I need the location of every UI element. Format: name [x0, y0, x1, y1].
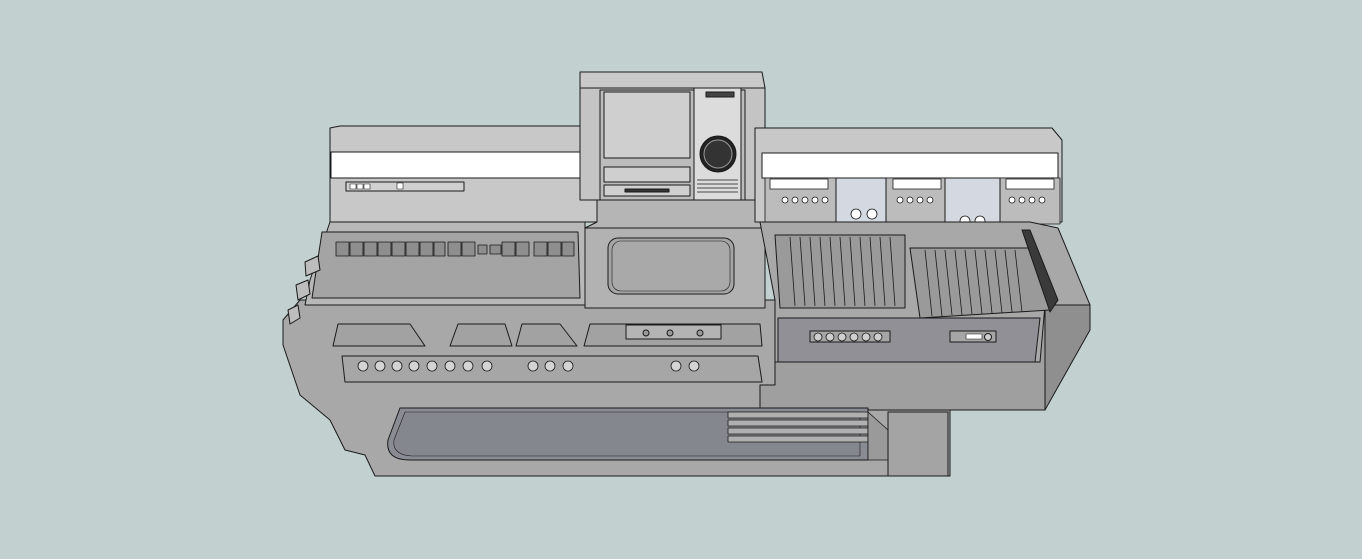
right-mixer-module	[754, 127, 1091, 363]
speaker-cone-inner	[703, 139, 733, 169]
drawer-slot	[624, 188, 670, 193]
left-meter-display	[330, 151, 582, 179]
center-monitor-tower	[579, 71, 766, 309]
tower-top	[579, 71, 766, 89]
drawer-upper	[603, 166, 691, 183]
left-button-row	[335, 241, 575, 257]
left-front-knobs	[642, 329, 704, 337]
speaker-label	[705, 91, 735, 98]
left-status-leds	[349, 182, 404, 190]
right-io-slot	[965, 333, 983, 340]
base-plinth-right	[887, 411, 949, 477]
right-meter-display	[761, 152, 1059, 179]
fader-slots-right	[924, 249, 1023, 317]
left-side-tabs	[287, 255, 321, 325]
base-grille	[727, 411, 889, 461]
base-right-side	[1044, 299, 1091, 411]
speaker-vent	[697, 179, 738, 193]
right-front-panel	[777, 317, 1041, 363]
right-io-knob	[984, 333, 992, 341]
center-desk	[584, 199, 766, 229]
fader-deck-wall	[1021, 229, 1059, 313]
jack-row	[357, 360, 700, 372]
right-module-knobs	[781, 196, 1046, 204]
left-front-display	[625, 324, 722, 340]
center-sink-tray-inner	[611, 240, 731, 292]
monitor-screen	[603, 91, 691, 159]
left-console-module	[287, 125, 763, 383]
fader-slots-left	[789, 236, 896, 307]
lower-console-base	[282, 299, 1091, 477]
left-status-strip	[345, 181, 465, 192]
fader-deck-left	[774, 234, 906, 309]
right-knob-row	[813, 332, 883, 342]
